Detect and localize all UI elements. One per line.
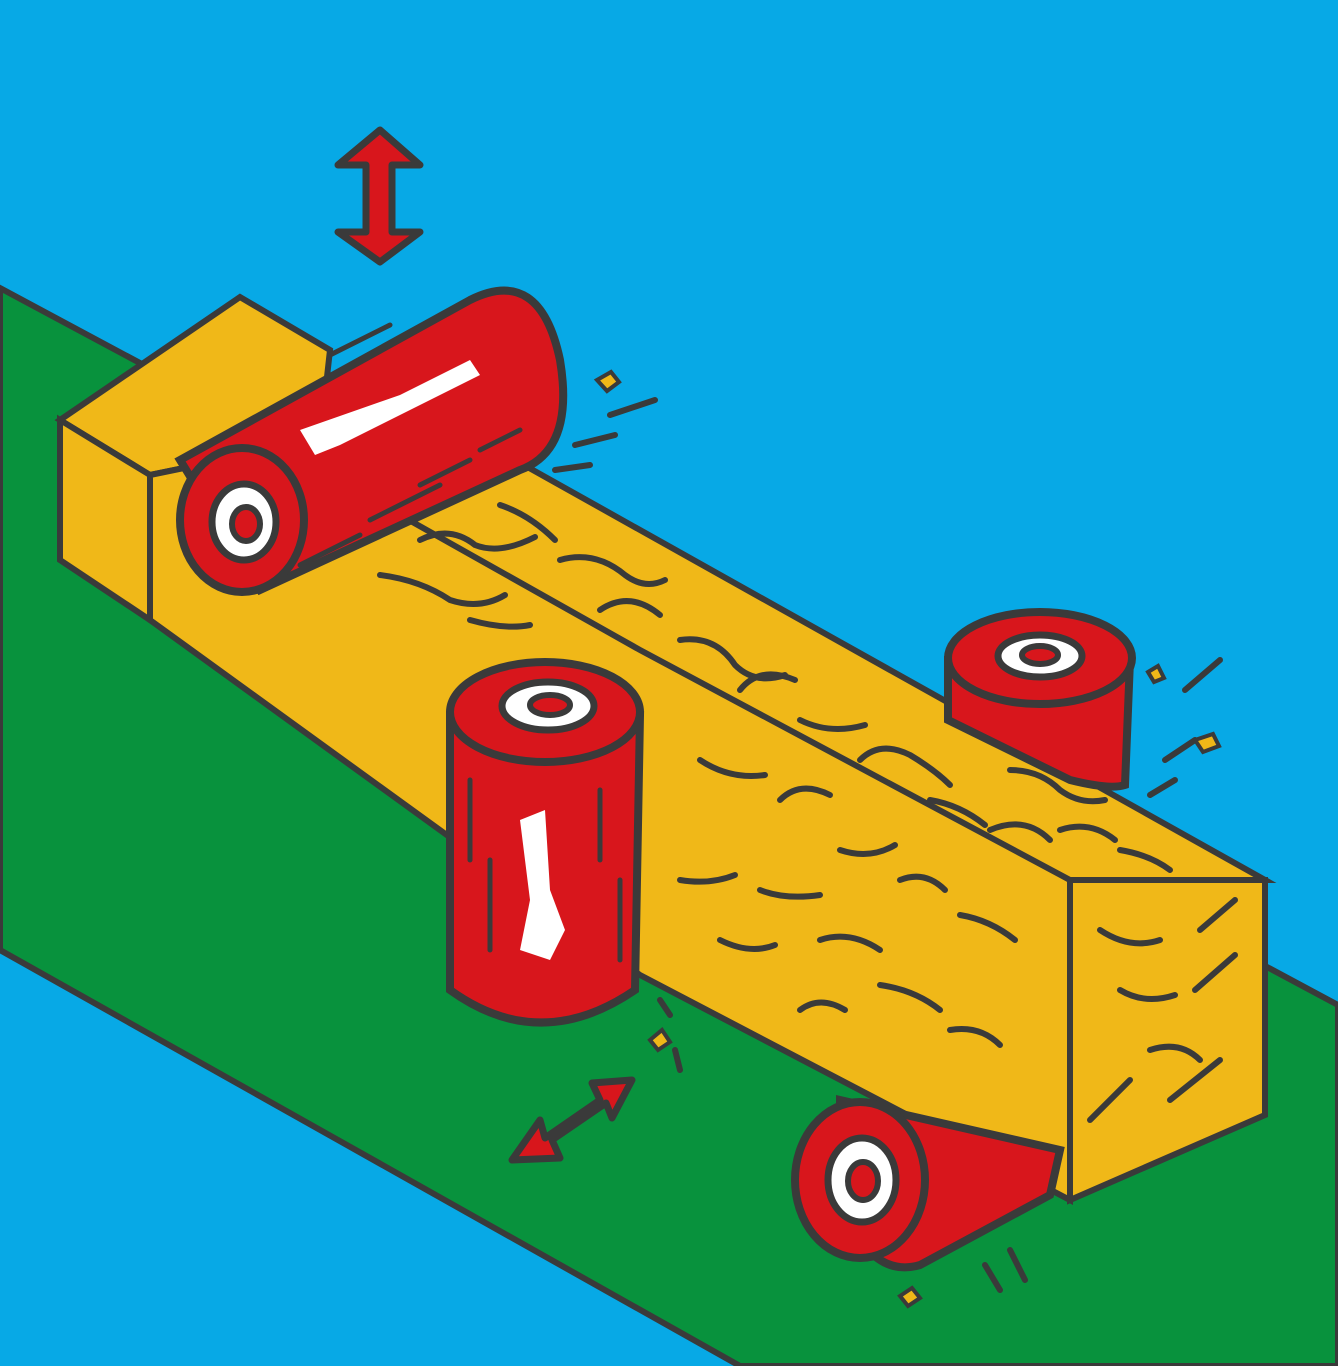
front-vertical-roller bbox=[450, 662, 640, 1023]
front-roller-axle-hole bbox=[530, 695, 570, 715]
back-roller-axle-hole bbox=[1022, 646, 1058, 664]
top-roller-axle-hole bbox=[232, 507, 260, 541]
bottom-roller-axle-hole bbox=[848, 1162, 878, 1200]
